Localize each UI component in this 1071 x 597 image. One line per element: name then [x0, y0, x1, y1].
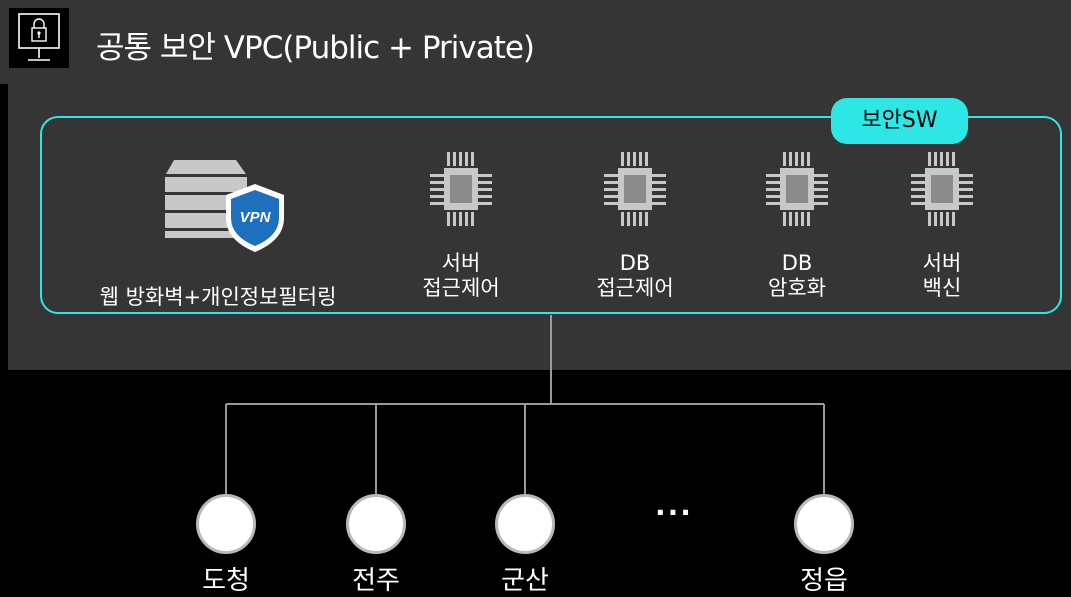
component-label-db-encryption: DB 암호화: [737, 251, 857, 301]
component-label-line: 서버: [441, 251, 481, 275]
vpn-badge-text: VPN: [240, 209, 272, 226]
component-label-line: DB: [619, 251, 651, 275]
chip-icon: [602, 150, 668, 230]
security-sw-tag: 보안SW: [831, 98, 968, 144]
header-bar: 공통 보안 VPC(Public + Private): [0, 0, 1071, 84]
chip-icon: [909, 150, 975, 230]
component-label-line: 암호화: [768, 276, 826, 300]
component-label-line: 백신: [922, 276, 962, 300]
chip-icon: [764, 150, 830, 230]
component-label-waf: 웹 방화벽+개인정보필터링: [68, 285, 368, 310]
branch-label: 도청: [202, 566, 250, 596]
branch-node: [196, 494, 256, 554]
component-label-line: 접근제어: [422, 276, 500, 300]
branch-node: [495, 494, 555, 554]
component-label-line: 접근제어: [596, 276, 674, 300]
component-label-db-access: DB 접근제어: [575, 251, 695, 301]
ellipsis: ···: [655, 496, 693, 529]
branch-node: [346, 494, 406, 554]
branch-node: [794, 494, 854, 554]
vpn-server-icon: VPN: [160, 158, 290, 254]
component-label-line: 웹 방화벽+개인정보필터링: [99, 285, 337, 309]
component-label-server-access: 서버 접근제어: [401, 251, 521, 301]
component-label-server-vaccine: 서버 백신: [882, 251, 1002, 301]
branch-label: 군산: [501, 566, 549, 596]
page-title: 공통 보안 VPC(Public + Private): [96, 30, 535, 66]
branch-label: 전주: [352, 566, 400, 596]
component-label-line: 서버: [922, 251, 962, 275]
component-label-line: DB: [781, 251, 813, 275]
chip-icon: [428, 150, 494, 230]
lock-monitor-icon: [9, 8, 69, 68]
security-sw-group: [40, 116, 1062, 314]
branch-label: 정읍: [800, 566, 848, 596]
